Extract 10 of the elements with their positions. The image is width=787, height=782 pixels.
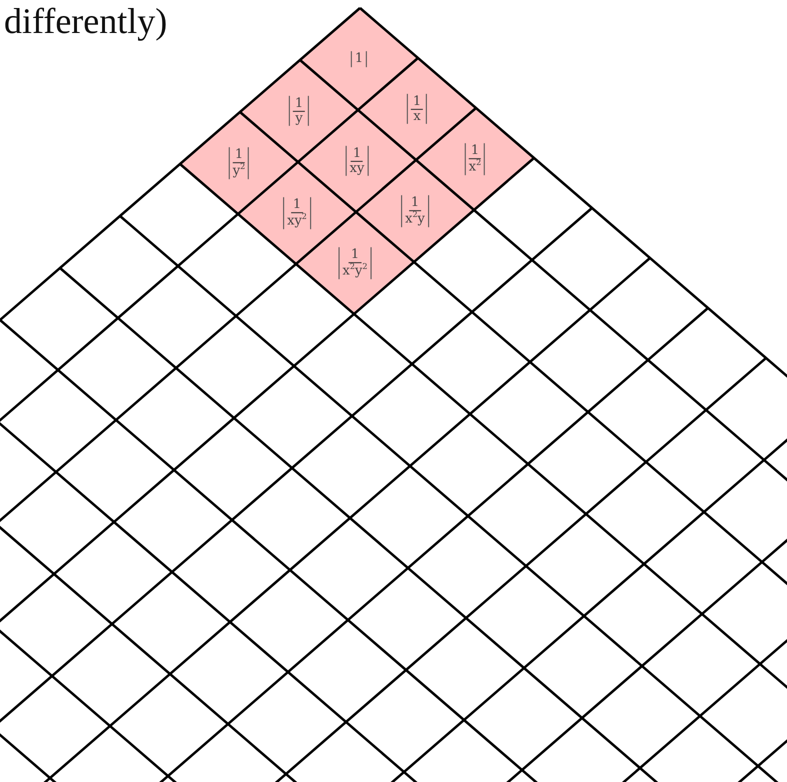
bracketed-fraction: 1 xy bbox=[346, 146, 368, 176]
bracketed-fraction: 1 xy$^{2}$ bbox=[283, 197, 311, 229]
bracketed-fraction: 1 y$^{2}$ bbox=[228, 147, 250, 179]
caption-text: differently) bbox=[4, 0, 168, 42]
bracketed-fraction: 1 x$^{2}$ bbox=[464, 143, 486, 175]
bracketed-fraction: 1 x$^{2}$y$^{2}$ bbox=[338, 247, 372, 279]
bracketed-fraction: 1 y bbox=[288, 96, 310, 126]
bracketed-fraction: 1 x$^{2}$y bbox=[401, 195, 429, 227]
bracketed-value: 1 bbox=[350, 51, 368, 67]
bracketed-fraction: 1 x bbox=[406, 94, 428, 124]
